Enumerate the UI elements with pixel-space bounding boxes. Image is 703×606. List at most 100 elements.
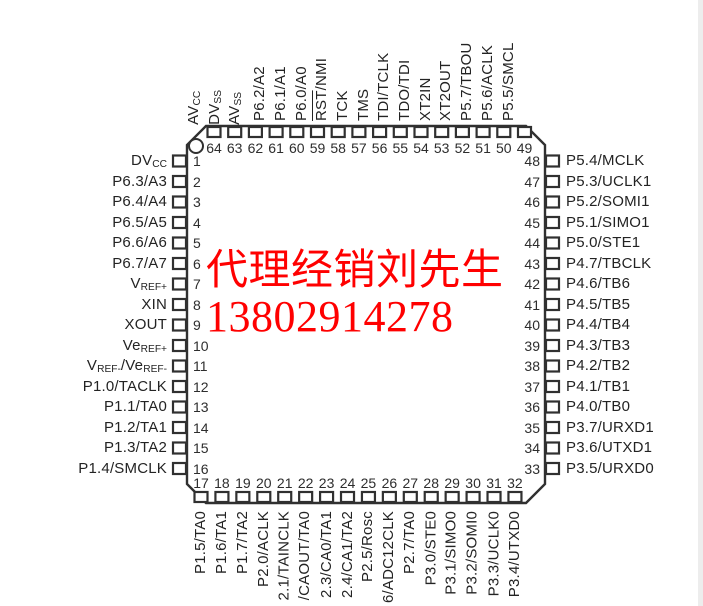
pin-number-35: 35: [524, 419, 540, 436]
pin-number-2: 2: [193, 173, 201, 190]
pin-pad-16: [171, 461, 188, 476]
pin-label-18: P1.6/TA1: [212, 511, 230, 575]
pin-pad-19: [235, 490, 251, 504]
pin-label-5: P6.6/A6: [112, 234, 167, 251]
pin-pad-59: [309, 125, 326, 139]
scan-artifact-right-edge: [698, 0, 703, 606]
pin-label-30: P3.2/SOMI0: [464, 511, 482, 595]
pin-pad-56: [372, 125, 388, 139]
pin-number-61: 61: [268, 140, 284, 156]
pin-label-58: RST/NMI: [313, 57, 331, 121]
pin-label-59: P6.0/A0: [292, 66, 310, 121]
pin-pad-37: [544, 379, 561, 394]
pin-number-30: 30: [465, 475, 481, 491]
pin-pad-18: [214, 490, 230, 504]
pin-pad-27: [402, 490, 418, 504]
pin-pad-36: [544, 400, 561, 414]
pin-number-57: 57: [351, 140, 367, 156]
pin-pad-22: [298, 490, 314, 504]
pin-number-28: 28: [423, 475, 439, 491]
pin-number-45: 45: [524, 214, 540, 231]
pin-pad-55: [392, 125, 408, 139]
pin-number-14: 14: [193, 419, 209, 436]
pin-number-3: 3: [193, 194, 201, 210]
pin-pad-41: [544, 297, 561, 312]
pin-label-25: P2.5/Rosc: [359, 511, 377, 582]
pin-pad-43: [544, 256, 561, 271]
pin-number-50: 50: [496, 140, 512, 156]
pin-number-47: 47: [524, 173, 540, 190]
pin-pad-38: [544, 359, 561, 373]
pin-pad-49: [516, 125, 533, 139]
pin-label-39: P4.3/TB3: [566, 336, 631, 354]
pin-number-42: 42: [524, 276, 540, 292]
pin-pad-34: [544, 441, 561, 455]
pin-pad-33: [544, 461, 561, 476]
pin-pad-61: [268, 125, 284, 139]
pin-label-19: P1.7/TA2: [233, 511, 251, 575]
pin-label-46: P5.2/SOMI1: [566, 193, 650, 210]
pin-number-60: 60: [289, 140, 305, 156]
pin-number-49: 49: [516, 140, 533, 156]
pin-pad-39: [544, 338, 561, 353]
pin-pad-45: [544, 215, 561, 230]
pin-label-33: P3.5/URXD0: [566, 459, 654, 477]
pin-number-58: 58: [330, 140, 346, 156]
pin-number-12: 12: [193, 378, 209, 395]
pin-label-23: 2.3/CA0/TA1: [317, 511, 335, 598]
pin-label-60: P6.1/A1: [271, 66, 289, 121]
pin-pad-10: [171, 338, 188, 353]
pin-number-36: 36: [524, 399, 540, 415]
watermark-line1: 代理经销刘先生: [206, 248, 504, 294]
pin-pad-17: [193, 490, 209, 504]
pin-number-38: 38: [524, 358, 540, 374]
pin-pad-12: [171, 379, 188, 394]
pin-number-20: 20: [255, 475, 272, 491]
pin-pad-23: [318, 490, 335, 504]
pin-pad-1: [171, 154, 188, 168]
pin-label-31: P3.3/UCLK0: [485, 511, 503, 597]
pin-label-7: VREF+: [130, 275, 167, 293]
pin-pad-13: [171, 400, 188, 414]
pin-pad-11: [171, 359, 188, 373]
pin-number-11: 11: [193, 358, 208, 374]
pin-label-14: P1.2/TA1: [103, 418, 167, 436]
pin-number-59: 59: [309, 140, 326, 156]
pin-number-4: 4: [193, 214, 201, 231]
pin-label-13: P1.1/TA0: [103, 398, 167, 415]
pin-number-40: 40: [524, 317, 540, 333]
pin-number-62: 62: [247, 140, 264, 156]
pin-label-9: XOUT: [124, 316, 167, 333]
pin-label-56: TMS: [354, 88, 372, 121]
pin-pad-57: [351, 125, 367, 139]
pin-pad-50: [496, 125, 512, 139]
pin-pad-44: [544, 236, 561, 250]
pin-pad-7: [171, 277, 188, 291]
pin-label-16: P1.4/SMCLK: [78, 459, 167, 477]
pin-number-64: 64: [206, 140, 222, 156]
pin-label-51: P5.7/TBOU: [458, 42, 476, 122]
pin-pad-48: [544, 154, 561, 168]
pin-label-49: P5.5/SMCL: [499, 42, 517, 122]
pin-pad-21: [277, 490, 293, 504]
pin-pad-14: [171, 420, 188, 435]
pin-number-22: 22: [297, 475, 314, 491]
pin-label-63: DVSS: [205, 89, 224, 125]
pin-pad-3: [171, 195, 188, 209]
pin-label-54: TDO/TDI: [396, 59, 413, 121]
pin-number-24: 24: [339, 475, 356, 491]
pin-label-37: P4.1/TB1: [566, 377, 631, 395]
pin-number-51: 51: [475, 140, 491, 156]
pin-number-1: 1: [193, 153, 201, 169]
pin-label-44: P5.0/STE1: [566, 234, 641, 251]
pin-number-21: 21: [276, 475, 293, 491]
pin-label-62: AVSS: [226, 91, 245, 125]
pin-pad-20: [256, 490, 272, 504]
pin-label-50: P5.6/ACLK: [478, 44, 496, 121]
pin-pad-58: [330, 125, 346, 139]
pin-pad-15: [171, 441, 188, 455]
pin-label-11: VREF-/VeREF-: [86, 357, 167, 375]
pin-pad-25: [360, 490, 377, 504]
pin-number-56: 56: [371, 140, 388, 156]
